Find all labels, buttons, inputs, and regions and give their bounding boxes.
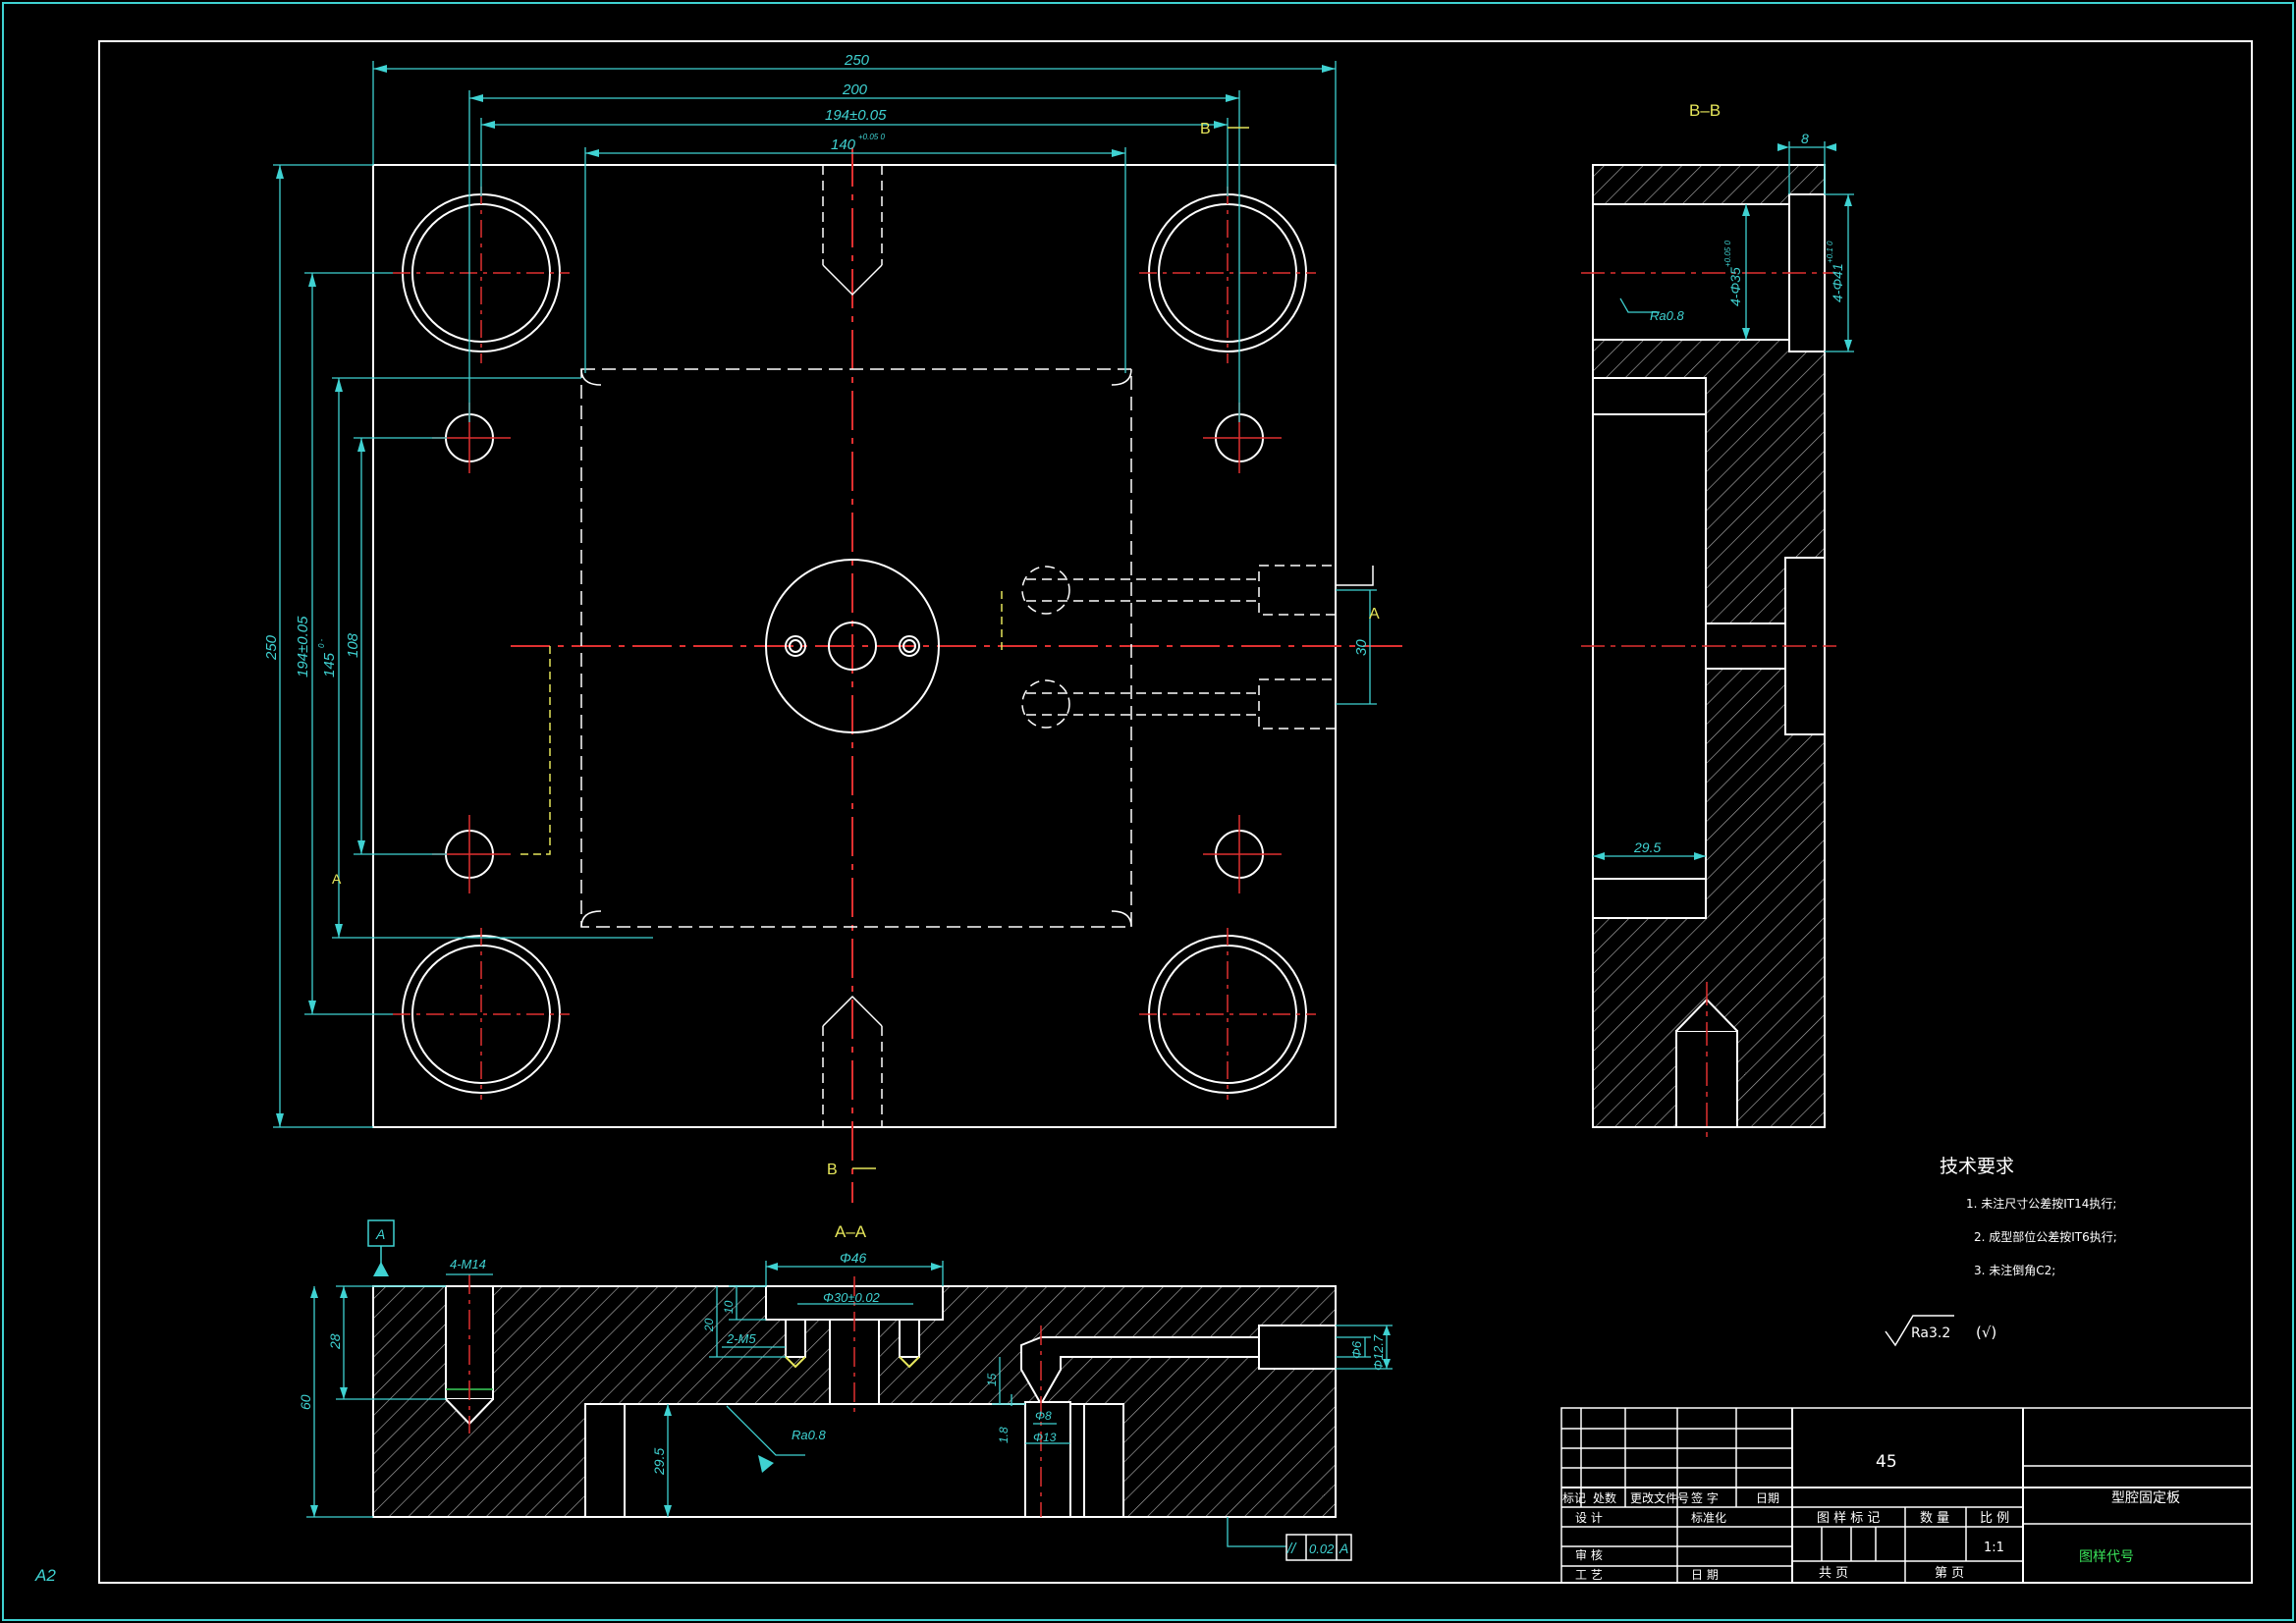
tech-req-item-2: 2. 成型部位公差按IT6执行;	[1974, 1229, 2117, 1244]
dim-height-145: 145	[321, 652, 338, 677]
aa-dim-d46: Φ46	[840, 1250, 867, 1266]
aa-dim-d8: Φ8	[1035, 1409, 1052, 1423]
dim-height-194: 194±0.05	[295, 616, 311, 677]
section-aa-view	[372, 1285, 1337, 1518]
tolerance-datum: A	[1339, 1541, 1348, 1556]
tb-page: 第 页	[1935, 1566, 1964, 1581]
tech-req-item-3: 3. 未注倒角C2;	[1974, 1263, 2055, 1277]
cooling-channels	[1021, 565, 1337, 730]
tb-date: 日期	[1756, 1491, 1779, 1505]
aa-dim-1-8: 1.8	[997, 1427, 1011, 1443]
aa-dim-20: 20	[702, 1318, 716, 1332]
bb-dim-bore-35: 4-Φ35	[1727, 267, 1743, 306]
dim-width-250: 250	[844, 52, 870, 69]
tb-material: 45	[1876, 1452, 1897, 1472]
aa-dim-15: 15	[985, 1373, 999, 1386]
bb-dim-bore-35-tol: +0.05 0	[1723, 241, 1732, 267]
sheet-size-label: A2	[34, 1566, 56, 1585]
dim-width-140-tol: +0.05 0	[858, 133, 885, 141]
tolerance-value: 0.02	[1309, 1542, 1335, 1556]
tb-drawing-no: 图样代号	[2079, 1549, 2134, 1565]
section-mark-b-top: B	[1200, 121, 1211, 137]
tech-req-heading: 技术要求	[1940, 1156, 2014, 1177]
tb-total: 共 页	[1819, 1566, 1848, 1581]
aa-dim-d6: Φ6	[1349, 1340, 1364, 1359]
tb-review: 审 核	[1575, 1547, 1603, 1562]
datum-a: A	[367, 1219, 395, 1276]
bb-dim-8: 8	[1801, 131, 1809, 146]
dim-width-200: 200	[842, 81, 868, 98]
aa-tolerance-frame: // 0.02 A	[1285, 1534, 1352, 1561]
general-roughness: Ra3.2	[1911, 1325, 1950, 1341]
hidden-cavity	[580, 368, 1132, 928]
tb-sign: 签 字	[1691, 1490, 1719, 1505]
tb-change-doc: 更改文件号	[1630, 1490, 1689, 1505]
aa-dim-m5: 2-M5	[726, 1331, 756, 1346]
sprue-bush-flange	[765, 559, 940, 733]
tb-mark: 标记	[1562, 1491, 1586, 1505]
tb-design: 设 计	[1575, 1511, 1603, 1525]
aa-dim-m14: 4-M14	[450, 1257, 486, 1271]
tb-part-name: 型腔固定板	[2111, 1490, 2180, 1506]
aa-dim-d12-7: Φ12.7	[1371, 1334, 1386, 1371]
top-view	[372, 147, 1409, 1203]
aa-dim-29-5: 29.5	[651, 1448, 667, 1476]
tb-date2: 日 期	[1691, 1568, 1719, 1582]
bb-dim-bore-41-tol: +0.1 0	[1826, 241, 1834, 263]
dim-width-140: 140	[831, 136, 856, 153]
bb-roughness: Ra0.8	[1650, 308, 1684, 323]
bb-dim-bore-41: 4-Φ41	[1830, 263, 1845, 302]
guide-bush-holes	[402, 193, 1307, 1094]
title-block	[1560, 1407, 2253, 1584]
dim-depth-30: 30	[1353, 639, 1370, 656]
aa-dim-10: 10	[722, 1300, 736, 1314]
aa-roughness: Ra0.8	[792, 1428, 826, 1442]
tb-process: 工 艺	[1575, 1568, 1603, 1582]
dim-height-250: 250	[263, 634, 280, 661]
tech-req-item-1: 1. 未注尺寸公差按IT14执行;	[1966, 1196, 2116, 1211]
section-mark-a-left: A	[332, 871, 342, 887]
tb-scale: 1:1	[1984, 1541, 2004, 1555]
aa-dim-28: 28	[327, 1333, 343, 1350]
dim-width-194: 194±0.05	[825, 107, 887, 124]
aa-dim-d13: Φ13	[1033, 1431, 1057, 1444]
aa-dim-d30: Φ30±0.02	[823, 1290, 881, 1305]
section-mark-b-bottom: B	[827, 1162, 838, 1178]
dim-height-108: 108	[345, 632, 361, 658]
other-roughness: (√)	[1976, 1324, 1996, 1341]
datum-a-label: A	[375, 1226, 385, 1242]
tb-count: 处数	[1593, 1490, 1616, 1505]
aa-dim-60: 60	[298, 1394, 313, 1410]
section-bb-title: B–B	[1689, 101, 1721, 120]
drawing-frame	[98, 40, 2253, 1584]
top-view-dimensions	[273, 61, 1377, 1128]
tb-stage: 图 样 标 记	[1817, 1511, 1880, 1526]
tolerance-symbol: //	[1286, 1541, 1297, 1557]
section-mark-a-right: A	[1369, 606, 1380, 622]
dim-height-145-tol: 0 -	[317, 638, 326, 648]
section-aa-title: A–A	[835, 1222, 867, 1241]
tb-standard: 标准化	[1691, 1511, 1726, 1525]
tb-ratio: 比 例	[1980, 1511, 2009, 1526]
tb-qty: 数 量	[1920, 1511, 1949, 1526]
bb-dim-29-5: 29.5	[1633, 839, 1661, 855]
